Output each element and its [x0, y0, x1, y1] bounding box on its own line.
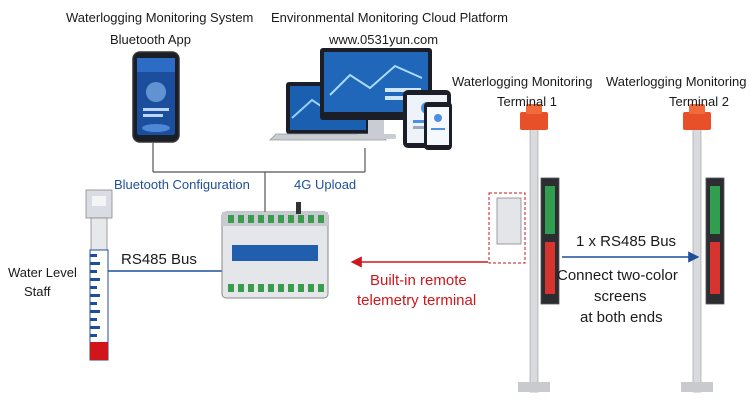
- connection-lines: [152, 143, 366, 213]
- app-subtitle: Bluetooth App: [110, 32, 191, 47]
- water-level-label-line1: Water Level: [8, 265, 77, 280]
- terminal-1-title-line1: Waterlogging Monitoring: [452, 74, 593, 89]
- builtin-terminal-highlight: [488, 192, 526, 264]
- rs485-count-label: 1 x RS485 Bus: [576, 233, 677, 250]
- small-phone-icon: [424, 102, 452, 150]
- connect-label-line2: screens: [594, 288, 647, 305]
- terminal-1-pole-icon: [518, 104, 560, 393]
- terminal-2-pole-icon: [681, 104, 725, 393]
- builtin-label-line1: Built-in remote: [370, 272, 467, 289]
- rs485-bus-label: RS485 Bus: [121, 251, 197, 268]
- water-level-label-line2: Staff: [24, 284, 51, 299]
- connect-label-line3: at both ends: [580, 309, 663, 326]
- cloud-url: www.0531yun.com: [329, 32, 439, 47]
- terminal-1-title-line2: Terminal 1: [497, 94, 557, 109]
- 4g-upload-label: 4G Upload: [294, 177, 357, 192]
- app-title: Waterlogging Monitoring System: [66, 10, 254, 25]
- bluetooth-config-label: Bluetooth Configuration: [114, 177, 250, 192]
- telemetry-controller-icon: [221, 202, 329, 299]
- connect-label-line1: Connect two-color: [557, 267, 678, 284]
- water-level-staff-icon: [85, 189, 113, 361]
- smartphone-icon: [132, 51, 180, 143]
- cloud-title: Environmental Monitoring Cloud Platform: [271, 10, 508, 25]
- terminal-2-title-line2: Terminal 2: [669, 94, 729, 109]
- terminal-2-title-line1: Waterlogging Monitoring: [606, 74, 747, 89]
- builtin-label-line2: telemetry terminal: [357, 292, 477, 309]
